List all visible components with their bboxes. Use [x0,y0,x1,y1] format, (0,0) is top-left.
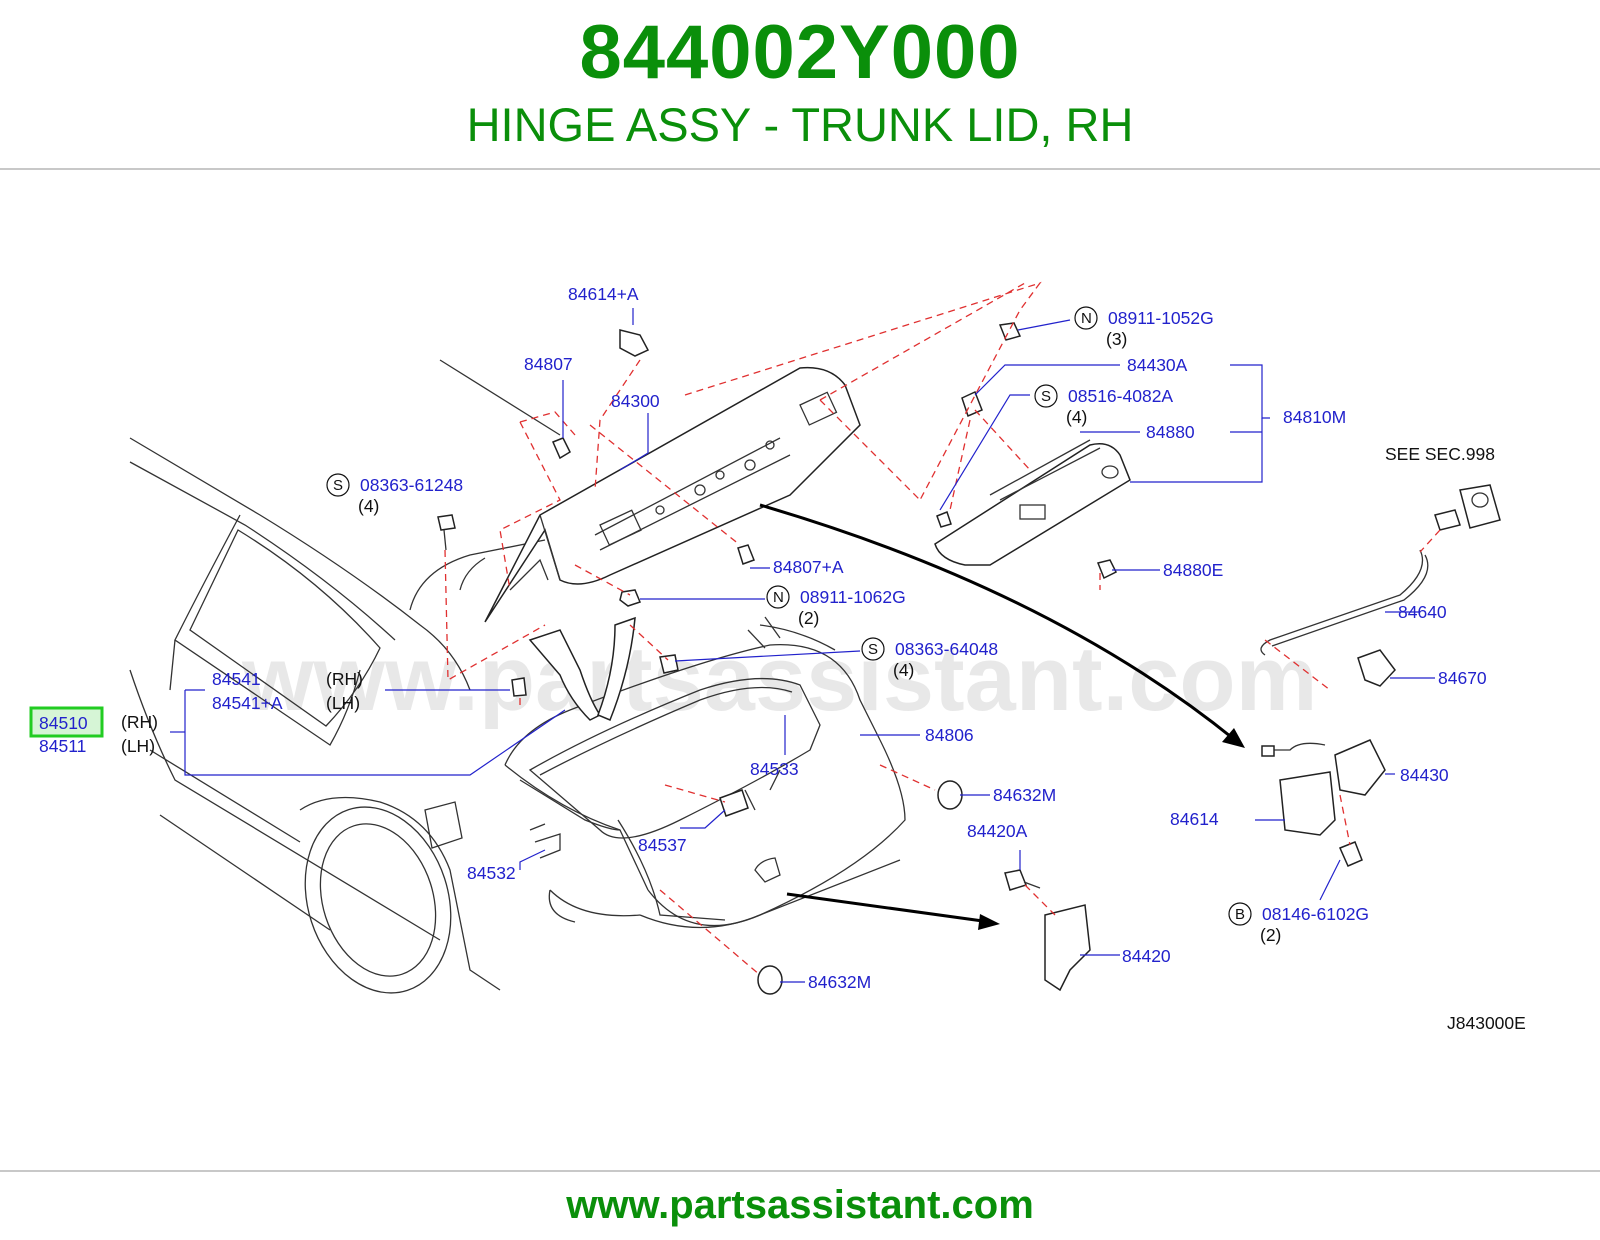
label-84537: 84537 [638,835,687,855]
label-84430: 84430 [1400,765,1449,785]
label-84806: 84806 [925,725,974,745]
page-header: 844002Y000 HINGE ASSY - TRUNK LID, RH [0,0,1600,168]
svg-text:08911-1062G: 08911-1062G [800,587,906,607]
rear-panel-84300 [484,366,861,623]
svg-text:S: S [868,641,878,658]
label-84420a: 84420A [967,821,1028,841]
direction-arrows [759,503,1245,930]
label-84510: 84510 [39,713,88,733]
fastener-s-08363-64048: S 08363-64048 (4) [861,637,998,680]
svg-text:08363-64048: 08363-64048 [895,639,998,659]
finisher-84880 [934,439,1131,566]
fastener-b-08146-6102g: B 08146-6102G (2) [1228,902,1369,945]
label-84511: 84511 [39,736,86,756]
label-84541: 84541 [212,669,261,689]
svg-text:(4): (4) [358,496,379,516]
svg-text:N: N [1081,310,1092,327]
label-84807a: 84807+A [773,557,844,577]
header-divider [0,168,1600,170]
label-84300: 84300 [611,391,660,411]
fastener-s-08516-4082a: S 08516-4082A (4) [1034,384,1173,427]
svg-text:08516-4082A: 08516-4082A [1068,386,1173,406]
label-84614a: 84614+A [568,284,639,304]
label-84810m: 84810M [1283,407,1346,427]
label-lh-84511: (LH) [121,736,155,756]
car-body-outline [129,359,561,994]
label-rh-84541: (RH) [326,669,363,689]
see-note: SEE SEC.998 [1385,444,1495,464]
label-84541a: 84541+A [212,693,283,713]
label-lh-84541a: (LH) [326,693,360,713]
trunk-lid-assembly [504,616,906,929]
svg-text:(2): (2) [1260,925,1281,945]
svg-text:(4): (4) [893,660,914,680]
label-84430a: 84430A [1127,355,1188,375]
footer-divider [0,1170,1600,1172]
footer-url[interactable]: www.partsassistant.com [566,1183,1034,1227]
part-labels: 84614+A 84807 84300 84807+A 84430A 84880… [29,284,1526,1033]
label-84632m-a: 84632M [993,785,1056,805]
svg-text:08146-6102G: 08146-6102G [1262,904,1369,924]
svg-text:08911-1052G: 08911-1052G [1108,308,1214,328]
label-84632m-b: 84632M [808,972,871,992]
fastener-s-08363-61248: S 08363-61248 (4) [326,473,463,516]
label-84880e: 84880E [1163,560,1223,580]
watermark-text: www.partsassistant.com [241,628,1317,730]
parts-diagram: www.partsassistant.com [29,281,1526,1033]
svg-text:B: B [1235,906,1245,923]
label-84640: 84640 [1398,602,1447,622]
ref-code: J843000E [1447,1013,1526,1033]
fastener-callouts: N 08911-1052G (3) S 08516-4082A (4) S 08… [326,306,1369,945]
svg-text:(2): (2) [798,608,819,628]
label-84420: 84420 [1122,946,1171,966]
svg-text:08363-61248: 08363-61248 [360,475,463,495]
svg-text:N: N [773,589,784,606]
svg-text:S: S [1041,388,1051,405]
label-84807: 84807 [524,354,573,374]
label-rh-84510: (RH) [121,712,158,732]
svg-text:(4): (4) [1066,407,1087,427]
leader-lines [170,308,1435,983]
label-84533: 84533 [750,759,799,779]
label-84880: 84880 [1146,422,1195,442]
label-84532: 84532 [467,863,516,883]
label-84670: 84670 [1438,668,1487,688]
part-number-title: 844002Y000 [579,10,1021,95]
svg-text:S: S [333,477,343,494]
svg-text:(3): (3) [1106,329,1127,349]
label-84614: 84614 [1170,809,1219,829]
fastener-n-08911-1062g: N 08911-1062G (2) [766,585,906,628]
fastener-n-08911-1052g: N 08911-1052G (3) [1074,306,1214,349]
dashed-guides [444,281,1441,976]
small-parts [437,322,1501,995]
highlight-box-84510 [29,706,104,738]
part-description: HINGE ASSY - TRUNK LID, RH [466,98,1134,151]
